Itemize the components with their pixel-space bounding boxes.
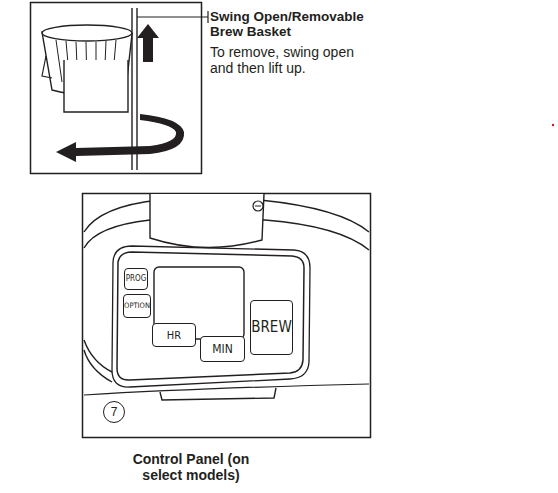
base-edge: [84, 384, 369, 395]
button-label: BREW: [251, 320, 292, 335]
control-panel-face: [117, 252, 304, 380]
button-label: HR: [167, 330, 181, 341]
button-label: MIN: [212, 343, 233, 355]
figure-caption: Control Panel (on select models): [130, 452, 252, 483]
body-outline: [84, 340, 112, 372]
screw-slot: [255, 206, 261, 207]
carafe-lid: [150, 194, 264, 248]
option-button: OPTION: [123, 294, 151, 318]
button-label: PROG: [126, 275, 147, 283]
basket-handle: [42, 56, 52, 78]
screw: [253, 201, 263, 211]
button-label: OPTION: [124, 302, 150, 310]
prog-button: PROG: [124, 268, 148, 290]
stray-dot: [552, 124, 554, 126]
figure-frame: [31, 3, 202, 174]
part-instruction: To remove, swing open and then lift up.: [210, 45, 380, 76]
basket-rim: [42, 25, 132, 41]
leader-tick: [207, 11, 208, 23]
button-label: 7: [111, 406, 118, 418]
callout-number: 7: [103, 401, 125, 423]
figure-frame: [83, 194, 371, 438]
part-name: Swing Open/Removable Brew Basket: [210, 9, 400, 39]
hr-button: HR: [152, 323, 196, 347]
control-panel-rim: [112, 246, 310, 387]
lift-arrow: [137, 24, 159, 62]
basket-bracket: [64, 60, 128, 112]
leader-line: [137, 16, 208, 17]
body-outline: [84, 350, 112, 382]
min-button: MIN: [200, 336, 245, 362]
brew-button: BREW: [250, 300, 293, 355]
body-outline: [84, 200, 160, 232]
pivot-rod: [136, 8, 137, 170]
swing-arrow: [56, 114, 184, 162]
